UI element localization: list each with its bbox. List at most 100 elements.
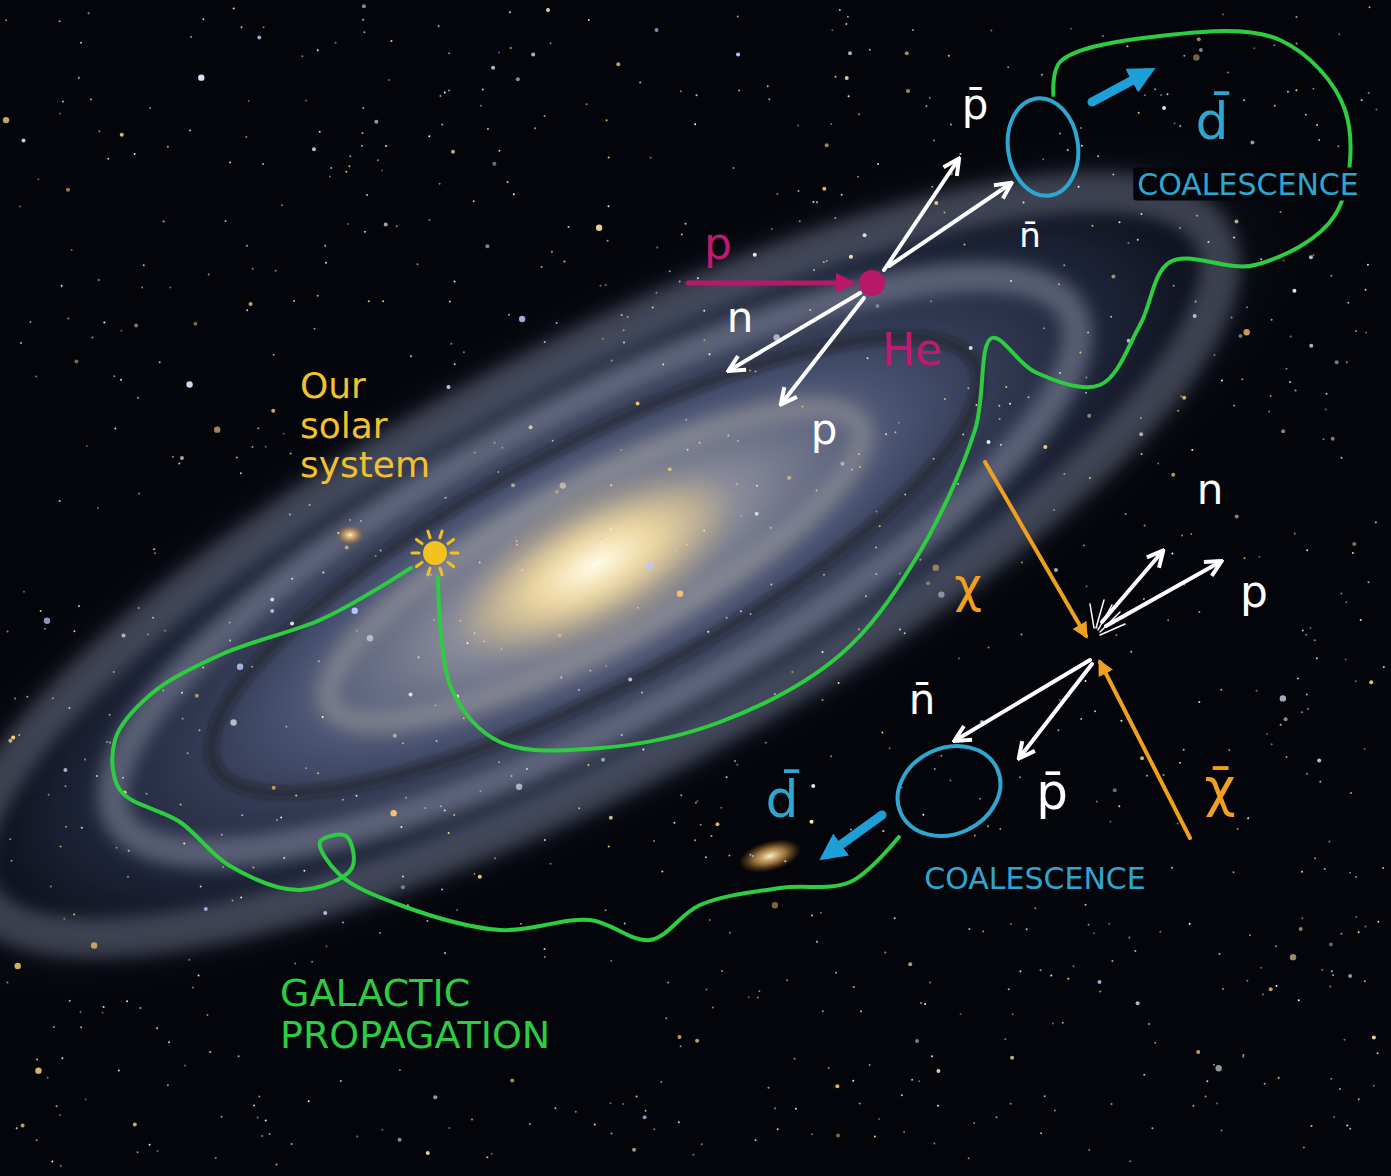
star <box>1346 361 1348 363</box>
star <box>711 835 713 837</box>
star <box>936 1069 940 1073</box>
star <box>438 25 440 27</box>
star <box>904 632 906 634</box>
star <box>62 101 64 103</box>
star <box>607 240 609 242</box>
star <box>608 205 610 207</box>
star <box>959 153 961 155</box>
star <box>163 221 165 223</box>
star <box>876 304 880 308</box>
star <box>340 1080 342 1082</box>
star <box>1312 254 1314 256</box>
star <box>396 225 398 227</box>
star <box>929 981 931 983</box>
star <box>605 665 607 667</box>
star <box>492 162 496 166</box>
star <box>1355 876 1357 878</box>
star <box>482 88 484 90</box>
star <box>137 397 139 399</box>
star <box>1173 285 1175 287</box>
star <box>958 657 960 659</box>
star <box>1167 619 1169 621</box>
star <box>167 146 169 148</box>
star <box>529 1123 531 1125</box>
star <box>1138 112 1140 114</box>
star <box>1008 988 1010 990</box>
star <box>258 1096 260 1098</box>
star <box>283 433 285 435</box>
star <box>816 490 818 492</box>
star <box>113 375 115 377</box>
star <box>349 155 351 157</box>
star <box>622 1103 624 1105</box>
star <box>245 136 247 138</box>
star <box>252 867 254 869</box>
star <box>126 1000 128 1002</box>
star <box>1364 748 1366 750</box>
star <box>454 281 456 283</box>
star <box>1193 54 1199 60</box>
particle-label: χ̄ <box>1204 758 1235 817</box>
star <box>159 361 161 363</box>
star <box>1159 931 1161 933</box>
star <box>1140 213 1142 215</box>
star <box>102 1012 104 1014</box>
star <box>1355 330 1357 332</box>
star <box>348 165 350 167</box>
star <box>1183 55 1185 57</box>
star <box>1054 1110 1056 1112</box>
star <box>1058 283 1060 285</box>
star <box>602 338 604 340</box>
star <box>811 1133 813 1135</box>
star <box>1140 417 1142 419</box>
star <box>192 986 194 988</box>
star <box>501 447 503 449</box>
star <box>661 871 663 873</box>
star <box>281 204 283 206</box>
star <box>905 51 909 55</box>
star <box>1143 598 1145 600</box>
star <box>863 233 867 237</box>
star <box>1085 392 1087 394</box>
star <box>578 689 580 691</box>
star <box>366 194 368 196</box>
star <box>375 555 377 557</box>
star <box>836 1133 840 1137</box>
star <box>467 642 469 644</box>
particle-arrow <box>1106 562 1220 626</box>
sun-disc <box>423 541 447 565</box>
star <box>912 29 914 31</box>
star <box>820 668 822 670</box>
star <box>1111 1103 1113 1105</box>
star <box>265 446 267 448</box>
star <box>1306 773 1308 775</box>
star <box>794 1058 796 1060</box>
star <box>156 1027 158 1029</box>
star <box>379 932 381 934</box>
star <box>1273 44 1275 46</box>
star <box>623 329 625 331</box>
star <box>554 1107 556 1109</box>
star <box>858 453 860 455</box>
star <box>882 830 884 832</box>
star <box>931 186 933 188</box>
star <box>195 694 199 698</box>
star <box>1193 314 1197 318</box>
star <box>317 295 319 297</box>
star <box>80 1011 82 1013</box>
star <box>943 211 945 213</box>
star <box>81 827 83 829</box>
star <box>409 692 413 696</box>
star <box>699 442 701 444</box>
star <box>1347 302 1349 304</box>
star <box>851 469 853 471</box>
star <box>697 277 699 279</box>
star <box>728 854 730 856</box>
star <box>407 904 409 906</box>
star <box>441 889 443 891</box>
star <box>858 628 860 630</box>
sun-ray <box>451 552 458 555</box>
star <box>1373 1085 1375 1087</box>
star <box>312 147 316 151</box>
